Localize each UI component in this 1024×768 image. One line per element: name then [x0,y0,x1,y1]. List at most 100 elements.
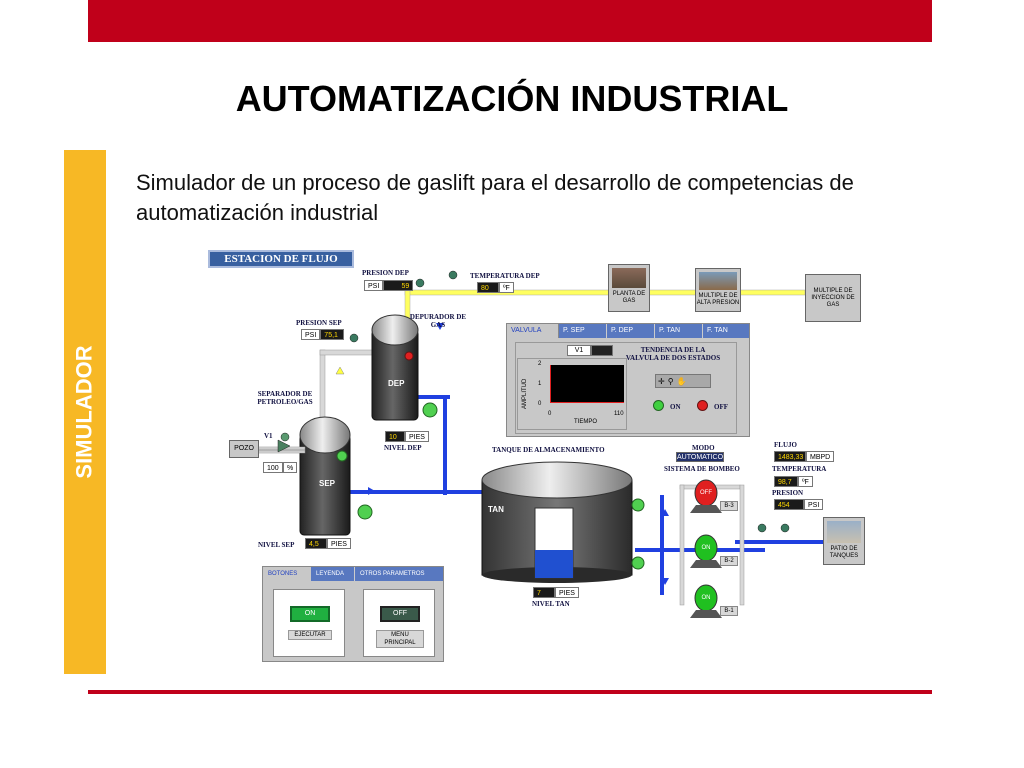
trend-selector-icon [591,345,613,356]
outlet-valve-icon [780,523,790,533]
pump-b-1-base [690,610,722,618]
nivel-dep-value: 10 [385,431,405,442]
pipe-pump-feed [679,484,685,606]
presion-dep-value: 59 [383,280,414,291]
menu-button[interactable]: OFF [380,606,420,622]
sep-tag: SEP [319,479,336,488]
tan-high-led [631,498,645,512]
liquid-line-dep [405,395,450,399]
dep-tag: DEP [388,379,405,388]
presion-dep-unit: PSI [364,280,384,291]
station-title: ESTACION DE FLUJO [208,250,354,268]
ejecutar-label: EJECUTAR [288,630,332,640]
trend-panel: VALVULA P. SEP P. DEP P. TAN F. TAN V1 A… [506,323,750,437]
tdep-transmitter-icon [448,270,458,280]
planta-gas-label: PLANTA DE GAS [612,291,646,304]
page-title: AUTOMATIZACIÓN INDUSTRIAL [235,78,789,119]
pump-b-2-state: ON [701,545,711,551]
flujo-value: 1483,33 [774,451,806,462]
tan-tag: TAN [488,505,504,514]
zoom-icon[interactable]: ⚲ [667,377,674,386]
presion-sep-unit: PSI [301,329,321,340]
presion-label: PRESION [772,489,804,497]
v1-actuator-icon [280,432,290,442]
liquid-line-down [443,395,447,495]
slide-description: Simulador de un proceso de gaslift para … [136,170,854,225]
arrow-up-gas-icon [335,366,345,375]
trend-title: TENDENCIA DE LA VALVULA DE DOS ESTADOS [625,346,721,362]
menu-label: MENU PRINCIPAL [376,630,424,648]
nivel-dep-label: NIVEL DEP [384,444,422,452]
temperatura-dep-unit: ºF [499,282,514,293]
tab-valvula[interactable]: VALVULA [507,324,559,338]
trend-x-axis: TIEMPO [574,419,598,425]
tab-leyenda[interactable]: LEYENDA [311,567,355,581]
temperatura-dep-label: TEMPERATURA DEP [470,272,540,280]
liquid-line-sep [345,490,485,494]
nivel-sep-value: 4,5 [305,538,327,549]
bottom-accent-line [88,690,932,694]
control-panel: BOTONES LEYENDA OTROS PARAMETROS ON EJEC… [262,566,444,662]
multiple-inyeccion-label: MULTIPLE DE INYECCION DE GAS [811,287,855,308]
pdep-transmitter-icon [415,278,425,288]
storage-tank-roof [481,461,633,499]
pump-b-3-base [690,505,722,513]
trend-off-label: OFF [714,403,728,411]
patio-tanques-image [827,521,861,543]
presion-sep-label: PRESION SEP [296,319,342,327]
trend-x-tick-110: 110 [614,411,624,417]
gas-line-top [404,289,806,296]
tank-level-fill [535,550,573,578]
tab-p-tan[interactable]: P. TAN [655,324,703,338]
planta-gas-image [612,268,646,288]
liquid-line-tan [635,548,665,552]
multiple-alta-box[interactable]: MULTIPLE DE ALTA PRESION [695,268,741,312]
patio-tanques-label: PATIO DE TANQUES [829,546,859,559]
valve-pct-value: 100 [263,462,283,473]
temperatura-value: 98,7 [774,476,798,487]
modo-value[interactable]: AUTOMATICO [676,452,724,462]
multiple-inyeccion-box[interactable]: MULTIPLE DE INYECCION DE GAS [805,274,861,322]
temperatura-unit: ºF [798,476,813,487]
psep-transmitter-icon [349,333,359,343]
trend-selector[interactable]: V1 [567,345,613,356]
tab-otros-parametros[interactable]: OTROS PARAMETROS [355,567,443,581]
trend-plot [550,365,624,403]
hand-icon[interactable]: ✋ [676,377,687,386]
nivel-sep-label: NIVEL SEP [258,541,295,549]
patio-tanques-box[interactable]: PATIO DE TANQUES [823,517,865,565]
nivel-tan-value: 7 [533,587,555,598]
multiple-alta-image [699,272,737,290]
nivel-tan-label: NIVEL TAN [532,600,570,608]
sep-level-led [357,504,373,520]
alarm-label: LAH 01 [421,351,433,364]
trend-tabs: VALVULA P. SEP P. DEP P. TAN F. TAN [507,324,749,338]
tab-botones[interactable]: BOTONES [263,567,311,581]
trend-tools[interactable]: ✛ ⚲ ✋ [655,374,711,388]
presion-unit: PSI [804,499,824,510]
liquid-line-vertical [660,495,664,595]
planta-gas-box[interactable]: PLANTA DE GAS [608,264,650,312]
pump-b-2-base [690,560,722,568]
arrow-down-pump-icon [661,578,669,585]
dep-level-led [422,402,438,418]
tab-f-tan[interactable]: F. TAN [703,324,749,338]
on-led-icon [653,400,664,411]
temperatura-label: TEMPERATURA [772,465,827,473]
tab-p-sep[interactable]: P. SEP [559,324,607,338]
crosshair-icon[interactable]: ✛ [658,377,665,386]
dep-vessel-dome [371,314,419,346]
tanque-label: TANQUE DE ALMACENAMIENTO [492,446,605,454]
ejecutar-button[interactable]: ON [290,606,330,622]
tab-p-dep[interactable]: P. DEP [607,324,655,338]
flujo-unit: MBPD [806,451,835,462]
